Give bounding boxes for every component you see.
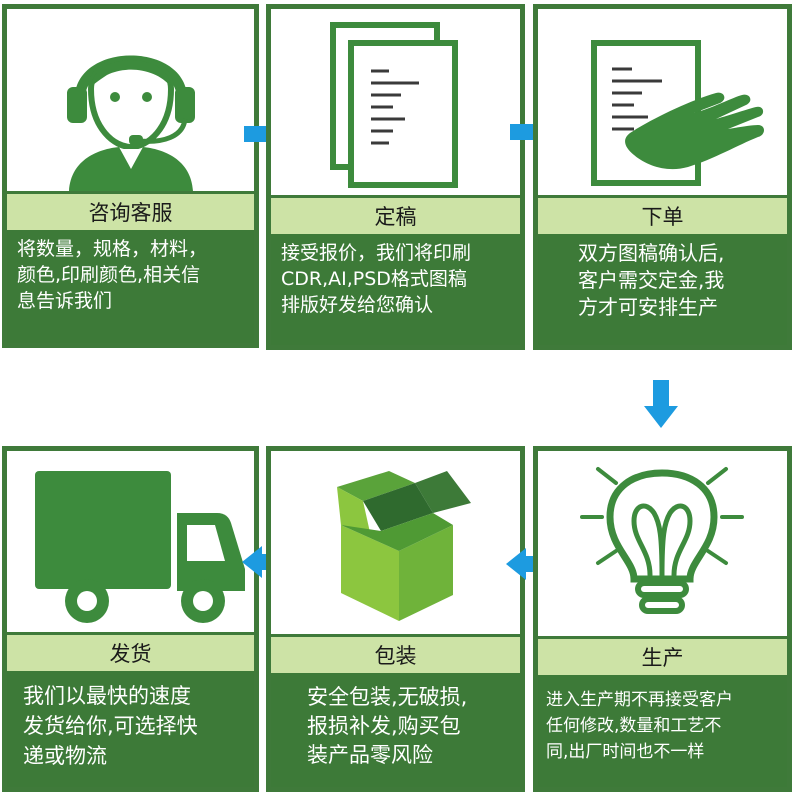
customer-service-icon xyxy=(67,55,195,191)
step-card-order: 下单 双方图稿确认后, 客户需交定金,我 方才可安排生产 xyxy=(533,4,792,350)
step-title: 发货 xyxy=(7,632,254,671)
arrow-down-icon xyxy=(644,380,678,428)
step-description: 进入生产期不再接受客户 任何修改,数量和工艺不 同,出厂时间也不一样 xyxy=(538,675,787,787)
lightbulb-icon xyxy=(580,467,744,614)
step-description: 接受报价，我们将印刷 CDR,AI,PSD格式图稿 排版好发给您确认 xyxy=(271,234,520,345)
step-title: 生产 xyxy=(538,636,787,675)
description-line: 装产品零风险 xyxy=(307,743,433,767)
description-line: 将数量，规格，材料， xyxy=(17,238,208,260)
description-line: 我们以最快的速度 xyxy=(23,684,191,708)
description-line: 息告诉我们 xyxy=(17,290,113,312)
description-line: 递或物流 xyxy=(23,744,107,768)
description-line: 客户需交定金,我 xyxy=(578,268,725,292)
step-description: 双方图稿确认后, 客户需交定金,我 方才可安排生产 xyxy=(538,234,787,345)
description-line: 安全包装,无破损, xyxy=(307,685,468,709)
step-card-finalize: 定稿 接受报价，我们将印刷 CDR,AI,PSD格式图稿 排版好发给您确认 xyxy=(266,4,525,350)
step-card-consult: 咨询客服 将数量，规格，材料， 颜色,印刷颜色,相关信 息告诉我们 xyxy=(2,4,259,348)
document-icon xyxy=(330,22,458,188)
step-card-ship: 发货 我们以最快的速度 发货给你,可选择快 递或物流 xyxy=(2,446,259,792)
step-description: 将数量，规格，材料， 颜色,印刷颜色,相关信 息告诉我们 xyxy=(7,230,254,343)
step-title: 下单 xyxy=(538,195,787,234)
description-line: 接受报价，我们将印刷 xyxy=(281,242,472,264)
description-line: 方才可安排生产 xyxy=(578,295,718,319)
description-line: 双方图稿确认后, xyxy=(578,241,725,265)
truck-icon xyxy=(35,471,245,623)
description-line: 进入生产期不再接受客户 xyxy=(546,690,733,710)
description-line: 颜色,印刷颜色,相关信 xyxy=(17,264,201,286)
step-title: 定稿 xyxy=(271,195,520,234)
box-icon xyxy=(337,471,471,621)
description-line: 排版好发给您确认 xyxy=(281,294,434,316)
description-line: 同,出厂时间也不一样 xyxy=(546,742,705,762)
description-line: CDR,AI,PSD格式图稿 xyxy=(281,268,467,290)
step-card-produce: 生产 进入生产期不再接受客户 任何修改,数量和工艺不 同,出厂时间也不一样 xyxy=(533,446,792,792)
step-title: 包装 xyxy=(271,634,520,673)
step-title: 咨询客服 xyxy=(7,191,254,230)
description-line: 报损补发,购买包 xyxy=(307,714,461,738)
step-description: 安全包装,无破损, 报损补发,购买包 装产品零风险 xyxy=(271,673,520,787)
document-hand-icon xyxy=(591,40,764,186)
description-line: 发货给你,可选择快 xyxy=(23,714,198,738)
description-line: 任何修改,数量和工艺不 xyxy=(546,716,722,736)
step-card-package: 包装 安全包装,无破损, 报损补发,购买包 装产品零风险 xyxy=(266,446,525,792)
step-description: 我们以最快的速度 发货给你,可选择快 递或物流 xyxy=(7,671,254,787)
